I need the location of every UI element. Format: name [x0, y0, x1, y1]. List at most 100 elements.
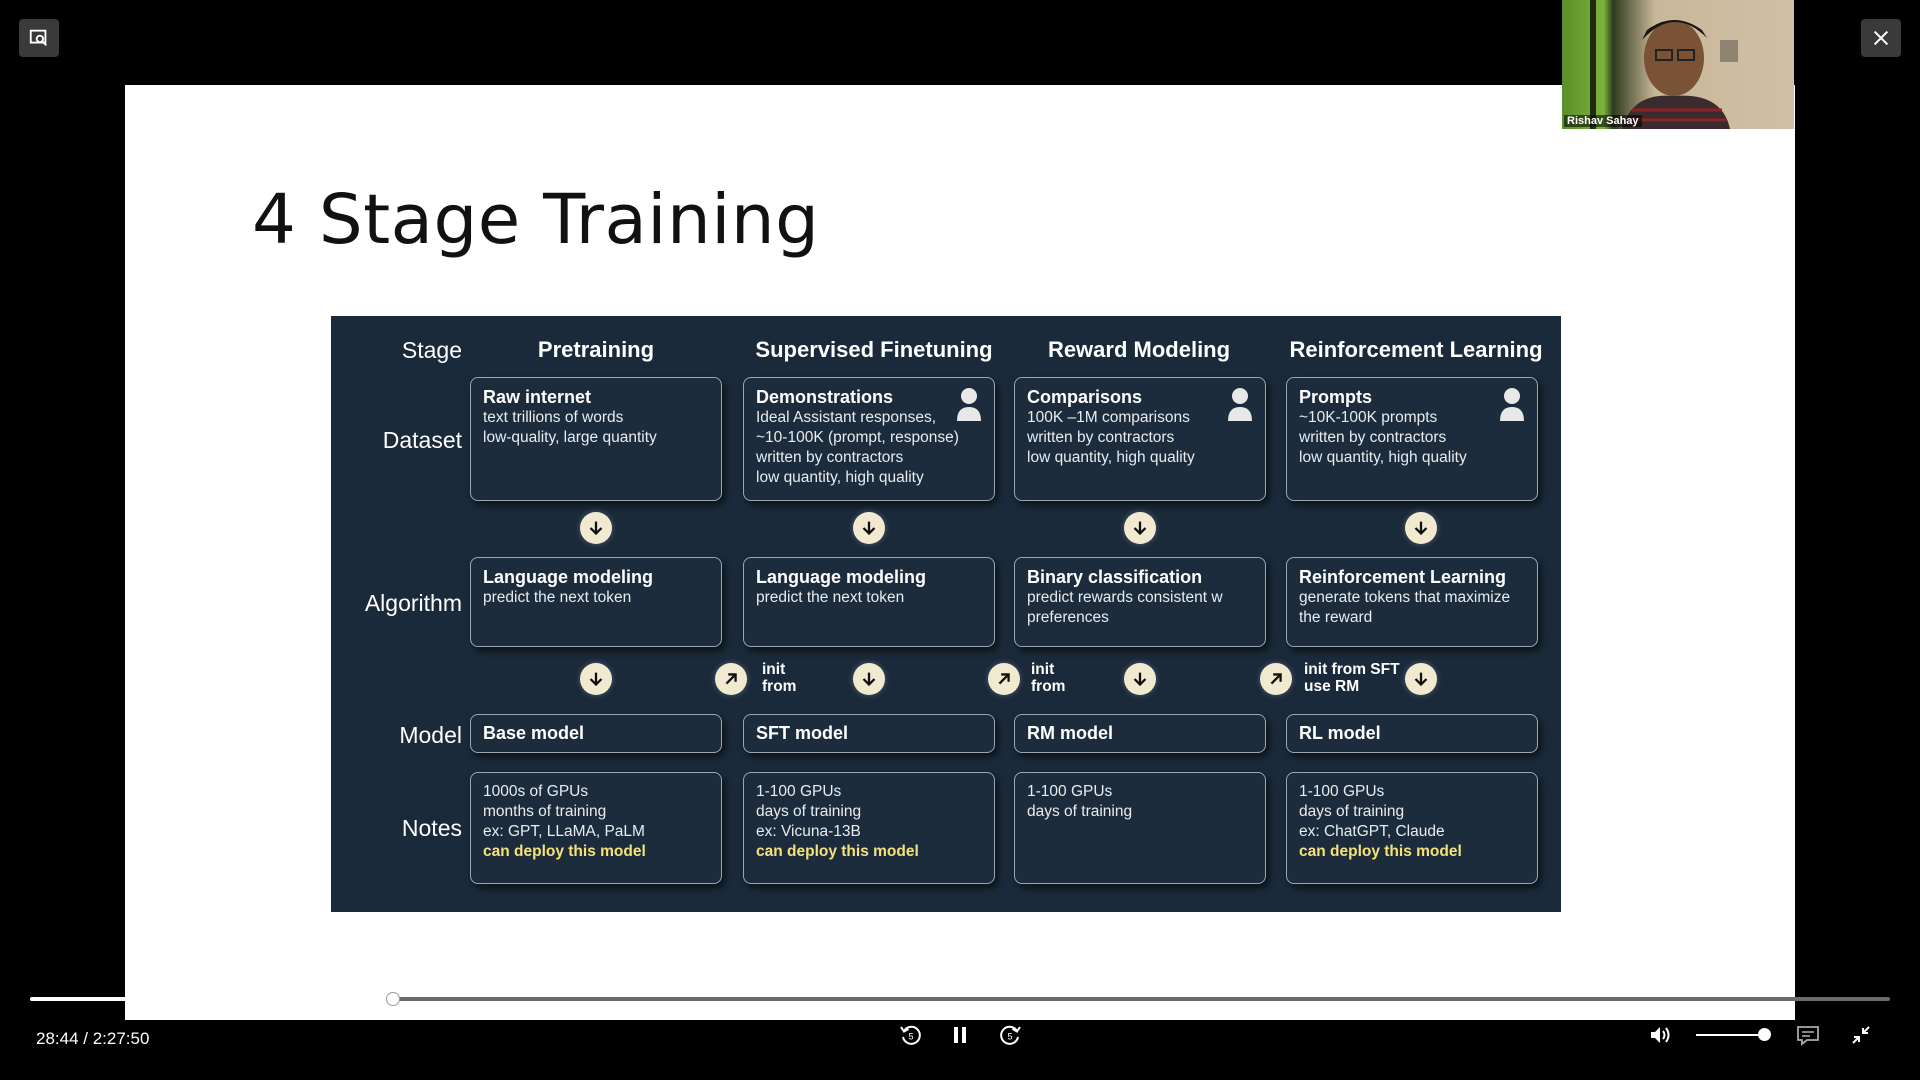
algorithm-title: Language modeling [483, 567, 654, 587]
model-name: SFT model [756, 723, 849, 743]
algorithm-line: the reward [1299, 609, 1373, 626]
captions-icon [1797, 1026, 1819, 1046]
row-label-dataset: Dataset [382, 427, 462, 453]
algorithm-line: predict rewards consistent w [1027, 589, 1223, 606]
notes-highlight: can deploy this model [1299, 843, 1462, 860]
progress-scrubber-handle[interactable] [385, 992, 400, 1006]
close-icon [1873, 30, 1889, 46]
screen-capture-icon [29, 29, 47, 46]
volume-button[interactable] [1642, 1017, 1678, 1053]
algorithm-box-rl: Reinforcement Learning generate tokens t… [1286, 557, 1538, 647]
init-label-line: init [1031, 661, 1055, 678]
down-arrow-icon [1405, 663, 1437, 695]
row-label-stage: Stage [401, 337, 462, 363]
algorithm-title: Binary classification [1027, 567, 1203, 587]
dataset-box-sft: Demonstrations Ideal Assistant responses… [743, 377, 995, 501]
skip-back-5-icon: 5 [900, 1025, 921, 1045]
dataset-title: Raw internet [483, 387, 592, 407]
down-arrow-icon [1405, 512, 1437, 544]
volume-slider[interactable] [1696, 1034, 1768, 1036]
stage-reward-modeling: Reward Modeling [1047, 337, 1231, 362]
slide-title: 4 Stage Training [252, 180, 820, 260]
notes-box-sft: 1-100 GPUs days of training ex: Vicuna-1… [743, 772, 995, 884]
stage-pretraining: Pretraining [537, 337, 655, 362]
algorithm-title: Reinforcement Learning [1299, 567, 1507, 587]
model-box-rl: RL model [1286, 714, 1538, 753]
progress-bar-fill [30, 997, 393, 1001]
notes-line: days of training [1027, 803, 1133, 820]
init-label: init from [762, 661, 796, 695]
skip-back-seconds: 5 [908, 1032, 913, 1042]
down-arrow-icon [1124, 512, 1156, 544]
skip-forward-5-icon: 5 [1000, 1025, 1021, 1045]
dataset-line: ~10-100K (prompt, response) [756, 429, 959, 446]
dataset-line: low quantity, high quality [756, 469, 924, 486]
algorithm-line: generate tokens that maximize [1299, 589, 1511, 606]
row-label-notes: Notes [401, 815, 462, 841]
skip-back-button[interactable]: 5 [893, 1017, 929, 1053]
down-arrow-icon [853, 512, 885, 544]
exit-fullscreen-icon [1852, 1026, 1870, 1044]
dataset-line: written by contractors [756, 449, 904, 466]
algorithm-line: predict the next token [756, 589, 905, 606]
model-name: Base model [483, 723, 585, 743]
dataset-box-rl: Prompts ~10K-100K prompts written by con… [1286, 377, 1538, 501]
dataset-line: Ideal Assistant responses, [756, 409, 937, 426]
dataset-box-pretraining: Raw internet text trillions of words low… [470, 377, 722, 501]
init-label-line: from [762, 678, 797, 695]
webcam-thumbnail[interactable]: Rishav Sahay [1562, 0, 1794, 129]
dataset-line: 100K –1M comparisons [1027, 409, 1190, 426]
notes-line: ex: Vicuna-13B [756, 823, 861, 840]
down-arrow-icon [580, 512, 612, 544]
close-button[interactable] [1861, 19, 1901, 57]
volume-icon [1651, 1027, 1670, 1043]
dataset-box-rm: Comparisons 100K –1M comparisons written… [1014, 377, 1266, 501]
model-box-pretraining: Base model [470, 714, 722, 753]
down-arrow-icon [1124, 663, 1156, 695]
participant-name: Rishav Sahay [1564, 115, 1642, 127]
algorithm-box-pretraining: Language modeling predict the next token [470, 557, 722, 647]
diagonal-arrow-icon [715, 663, 747, 695]
person-icon [1500, 388, 1524, 421]
algorithm-box-sft: Language modeling predict the next token [743, 557, 995, 647]
progress-bar[interactable] [30, 997, 1890, 1001]
dataset-line: low quantity, high quality [1027, 449, 1195, 466]
notes-line: days of training [1299, 803, 1405, 820]
init-label: init from [1031, 661, 1065, 695]
dataset-line: ~10K-100K prompts [1299, 409, 1438, 426]
notes-line: 1-100 GPUs [1027, 783, 1113, 800]
notes-line: 1-100 GPUs [756, 783, 842, 800]
stage-supervised-finetuning: Supervised Finetuning [755, 337, 993, 362]
model-name: RL model [1299, 723, 1381, 743]
screen-capture-button[interactable] [19, 19, 59, 57]
dataset-line: low quantity, high quality [1299, 449, 1467, 466]
diagonal-arrow-icon [988, 663, 1020, 695]
notes-line: ex: ChatGPT, Claude [1299, 823, 1445, 840]
pause-icon [954, 1027, 966, 1043]
person-icon [1228, 388, 1252, 421]
exit-fullscreen-button[interactable] [1843, 1017, 1879, 1053]
down-arrow-icon [853, 663, 885, 695]
captions-button[interactable] [1790, 1017, 1826, 1053]
dataset-line: written by contractors [1027, 429, 1175, 446]
diagonal-arrow-icon [1260, 663, 1292, 695]
stage-reinforcement-learning: Reinforcement Learning [1289, 337, 1543, 362]
notes-box-pretraining: 1000s of GPUs months of training ex: GPT… [470, 772, 722, 884]
pause-button[interactable] [942, 1017, 978, 1053]
down-arrow-icon [580, 663, 612, 695]
person-icon [957, 388, 981, 421]
algorithm-box-rm: Binary classification predict rewards co… [1014, 557, 1266, 647]
notes-line: 1-100 GPUs [1299, 783, 1385, 800]
row-label-model: Model [399, 722, 462, 748]
init-label-line: from [1031, 678, 1066, 695]
dataset-title: Demonstrations [756, 387, 894, 407]
webcam-person-image [1590, 0, 1738, 129]
dataset-title: Comparisons [1027, 387, 1143, 407]
skip-forward-button[interactable]: 5 [992, 1017, 1028, 1053]
notes-line: days of training [756, 803, 862, 820]
volume-slider-handle[interactable] [1758, 1028, 1771, 1041]
model-name: RM model [1027, 723, 1114, 743]
dataset-line: text trillions of words [483, 409, 624, 426]
notes-line: 1000s of GPUs [483, 783, 589, 800]
init-label-line: use RM [1304, 678, 1360, 695]
